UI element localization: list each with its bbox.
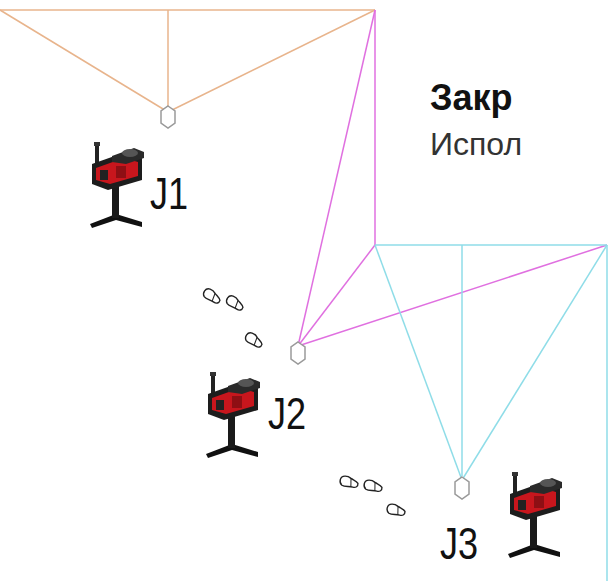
joint-label: J3 [440,522,478,566]
subheading: Испол [430,128,522,160]
heading: Закр [430,80,513,116]
joint-label: J1 [150,172,188,216]
joint-label: J2 [268,392,306,436]
